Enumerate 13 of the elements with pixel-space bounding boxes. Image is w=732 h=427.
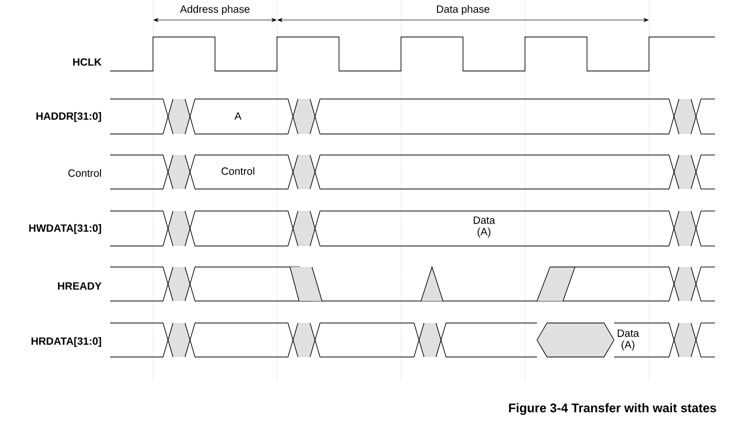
bus-value-label: Control (222, 167, 254, 175)
signal-label: HCLK (73, 58, 102, 66)
phase-label: Data phase (437, 5, 490, 15)
bus-value-label: A (234, 112, 242, 120)
signal-label: Control (68, 169, 101, 177)
bus-value-label: Data (A) (474, 216, 496, 238)
signal-label: HWDATA[31:0] (29, 224, 102, 234)
signal-label: HREADY (58, 282, 102, 290)
phase-label: Address phase (180, 5, 250, 15)
caption: Figure 3-4 Transfer with wait states (509, 403, 716, 415)
signal-label: HADDR[31:0] (36, 112, 102, 122)
signal-label: HRDATA[31:0] (32, 337, 102, 347)
bus-value-label: Data (A) (618, 330, 640, 350)
